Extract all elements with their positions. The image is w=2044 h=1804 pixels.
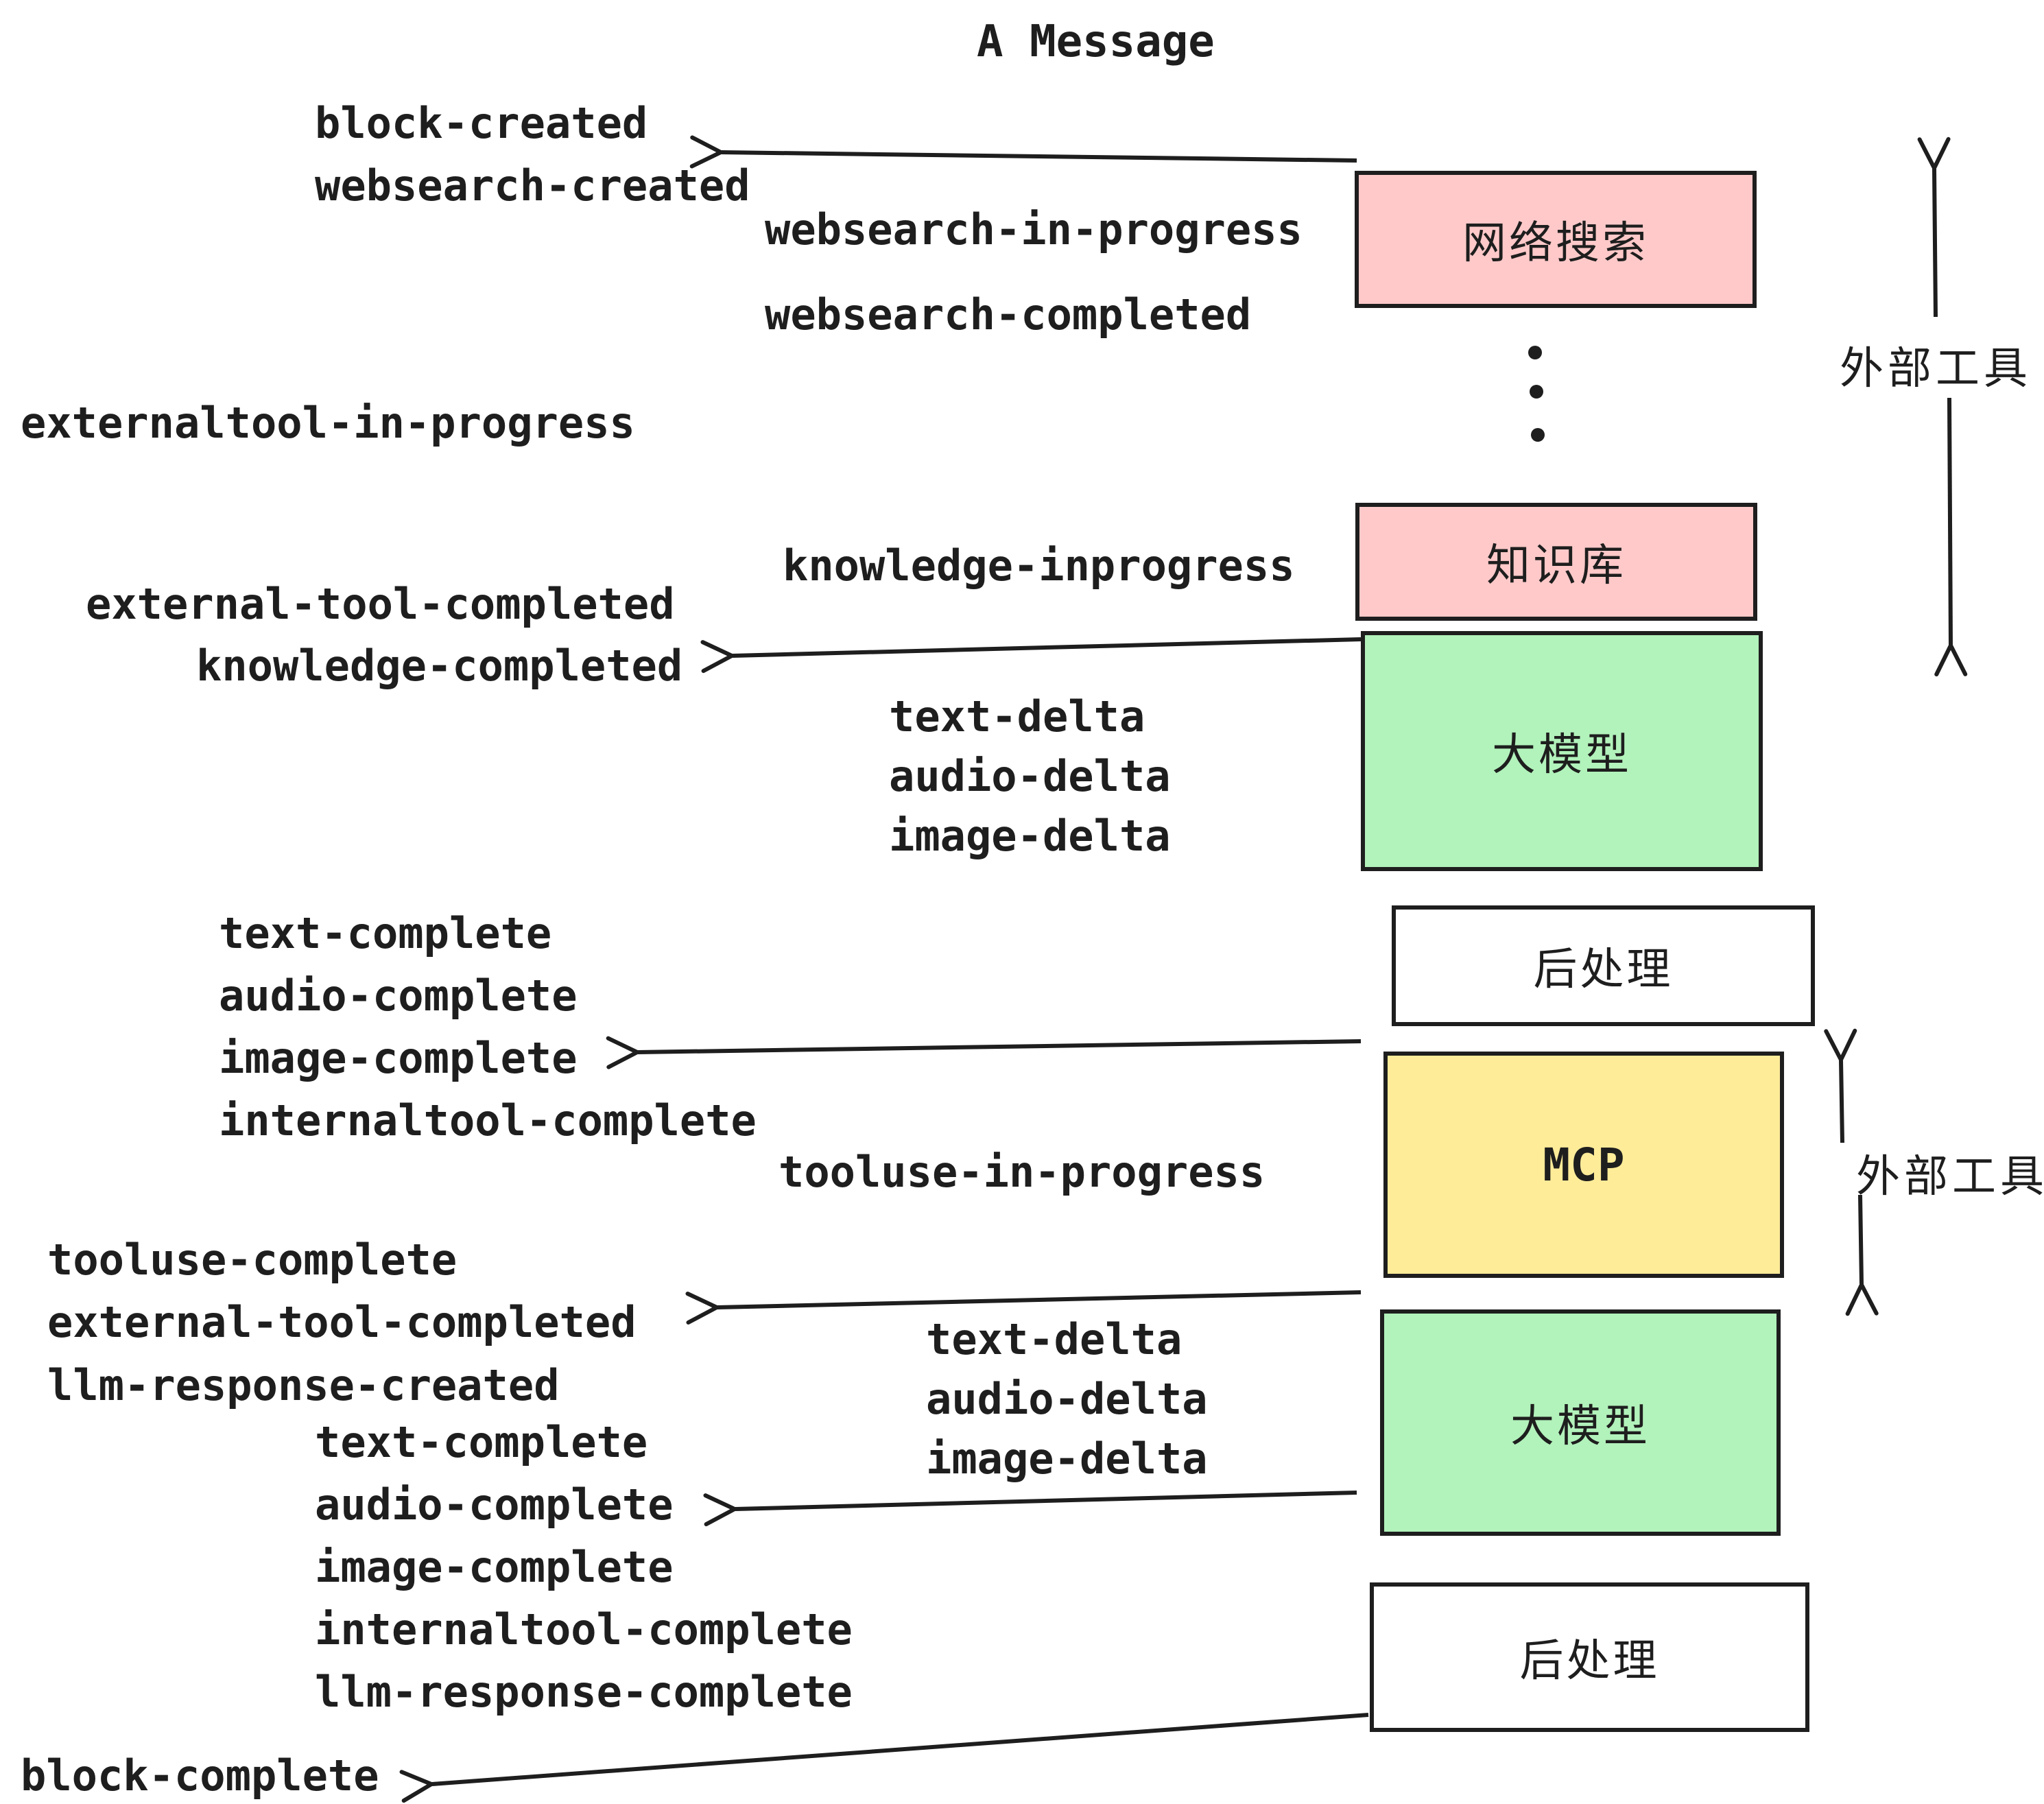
event-image-complete-2: image-complete — [315, 1542, 674, 1592]
arrow-websearch-to-block-created — [689, 135, 1357, 169]
event-external-tool-completed-2: external-tool-completed — [47, 1297, 637, 1347]
event-knowledge-inprogress: knowledge-inprogress — [783, 541, 1295, 591]
event-externaltool-in-progress: externaltool-in-progress — [21, 398, 635, 448]
arrow-postprocess1-to-image-complete — [606, 1036, 1362, 1069]
event-websearch-created: websearch-created — [315, 161, 750, 211]
box-post-process-1: 后处理 — [1392, 905, 1815, 1026]
event-tooluse-in-progress: tooluse-in-progress — [779, 1147, 1265, 1197]
box-llm-1-label: 大模型 — [1492, 730, 1632, 779]
ellipsis-dot — [1531, 428, 1545, 442]
event-text-delta-2: text-delta — [926, 1314, 1183, 1364]
external-tools-top-arrow-down — [1934, 397, 1968, 677]
external-tools-top-label: 外部工具 — [1840, 344, 2032, 393]
event-text-delta-1: text-delta — [889, 691, 1145, 741]
external-tools-mcp-arrow-down — [1845, 1194, 1879, 1316]
event-audio-delta-1: audio-delta — [889, 751, 1171, 801]
box-llm-1: 大模型 — [1361, 631, 1763, 871]
event-audio-delta-2: audio-delta — [926, 1374, 1208, 1424]
event-websearch-in-progress: websearch-in-progress — [765, 204, 1303, 254]
event-audio-complete-2: audio-complete — [315, 1480, 674, 1530]
event-image-delta-2: image-delta — [926, 1434, 1208, 1484]
box-post-process-2-label: 后处理 — [1519, 1636, 1660, 1685]
box-knowledge: 知识库 — [1355, 503, 1757, 621]
event-text-complete-2: text-complete — [315, 1417, 648, 1467]
event-external-tool-completed: external-tool-completed — [86, 579, 675, 629]
event-internaltool-complete-1: internaltool-complete — [219, 1095, 757, 1146]
box-knowledge-label: 知识库 — [1486, 541, 1626, 590]
event-llm-response-created: llm-response-created — [47, 1360, 560, 1410]
arrow-mcp-to-tooluse-complete — [685, 1290, 1362, 1325]
event-image-complete-1: image-complete — [219, 1033, 578, 1083]
arrow-postprocess2-to-block-complete — [399, 1713, 1369, 1803]
event-text-complete-1: text-complete — [219, 908, 552, 958]
external-tools-mcp-label: 外部工具 — [1856, 1152, 2044, 1201]
event-audio-complete-1: audio-complete — [219, 971, 578, 1021]
event-llm-response-complete: llm-response-complete — [315, 1667, 853, 1717]
box-post-process-2: 后处理 — [1370, 1582, 1809, 1732]
ellipsis-dot — [1528, 346, 1542, 359]
event-image-delta-1: image-delta — [889, 811, 1171, 861]
event-block-created: block-created — [315, 98, 648, 148]
event-internaltool-complete-2: internaltool-complete — [315, 1604, 853, 1654]
box-mcp: MCP — [1383, 1052, 1784, 1278]
box-llm-2: 大模型 — [1380, 1309, 1781, 1536]
box-llm-2-label: 大模型 — [1510, 1401, 1650, 1451]
event-block-complete: block-complete — [21, 1750, 379, 1801]
event-knowledge-completed: knowledge-completed — [196, 641, 683, 691]
box-websearch: 网络搜索 — [1355, 171, 1757, 308]
arrow-llm2-to-audio-complete — [703, 1491, 1357, 1527]
event-websearch-completed: websearch-completed — [765, 289, 1252, 340]
diagram-title: A Message — [977, 16, 1215, 67]
event-tooluse-complete: tooluse-complete — [47, 1235, 457, 1285]
box-post-process-1-label: 后处理 — [1533, 945, 1674, 994]
external-tools-mcp-arrow-up — [1824, 1028, 1857, 1143]
external-tools-top-arrow-up — [1917, 137, 1951, 318]
box-mcp-label: MCP — [1543, 1138, 1625, 1191]
arrow-knowledge-to-knowledge-completed — [700, 637, 1362, 674]
ellipsis-dot — [1530, 385, 1543, 399]
box-websearch-label: 网络搜索 — [1462, 218, 1649, 268]
